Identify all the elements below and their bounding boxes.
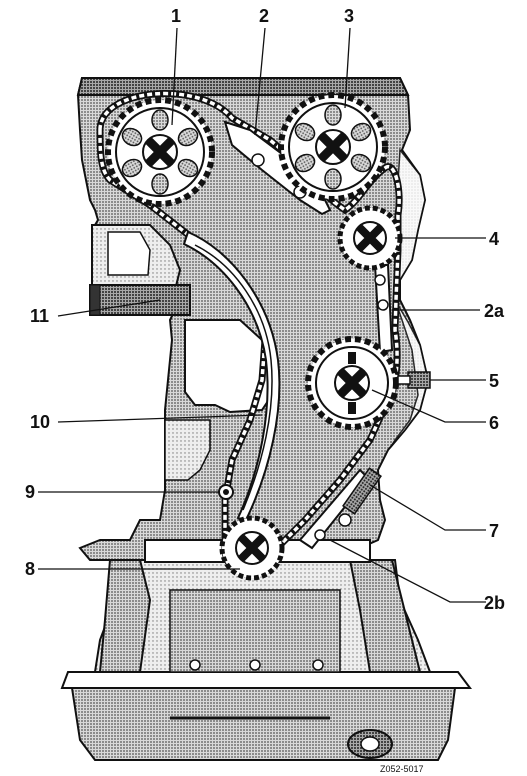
sprocket-8-hub-mark <box>238 534 266 562</box>
guide-rail-2a-bolt-top <box>374 274 386 286</box>
leader-7 <box>369 484 486 531</box>
sprocket-1-exhaust-camshaft <box>105 97 215 207</box>
bolt-5-shank <box>397 375 411 385</box>
sprocket-1-hub-mark <box>144 136 176 168</box>
lower-block-panel <box>164 419 211 481</box>
callout-10: 10 <box>30 412 50 432</box>
cap-bolt-left <box>189 659 201 671</box>
left-housing-recess <box>107 231 151 276</box>
callout-11: 11 <box>30 306 49 326</box>
guide-rail-2b-bolt-lower <box>314 529 326 541</box>
callout-5: 5 <box>489 371 499 391</box>
block-window <box>184 319 273 414</box>
guide-rail-2a-bolt-bottom <box>377 299 389 311</box>
sprocket-6-hub-mark <box>336 367 368 399</box>
oil-pan-body <box>70 687 457 761</box>
figure-code: Z052-5017 <box>380 764 424 774</box>
leader-1 <box>171 27 178 126</box>
left-mount-bracket <box>98 559 152 673</box>
leader-6 <box>371 389 486 423</box>
cap-bolt-right <box>312 659 324 671</box>
oil-pump-end <box>89 284 101 316</box>
leader-3 <box>344 27 351 109</box>
sprocket-6-key-lower <box>348 402 356 414</box>
cap-bolt-middle <box>249 659 261 671</box>
callout-1: 1 <box>171 6 181 26</box>
callout-2b: 2b <box>484 593 505 613</box>
sprocket-3-holes <box>294 104 372 190</box>
leader-11 <box>57 299 161 317</box>
callout-9: 9 <box>25 482 35 502</box>
callout-labels: 1 2 3 4 2a 11 5 10 6 9 7 8 2b <box>25 6 505 613</box>
callout-2: 2 <box>259 6 269 26</box>
sprocket-3-intake-camshaft <box>278 92 388 202</box>
sprocket-1-holes <box>121 109 199 195</box>
bolt-5-head <box>407 371 431 389</box>
oil-drain-plug-inner <box>360 736 380 752</box>
leader-lines <box>38 27 486 603</box>
right-mount-bracket <box>348 559 422 673</box>
sprocket-3-hub-mark <box>317 131 349 163</box>
sprocket-8-crankshaft <box>219 515 285 581</box>
sprocket-6-key <box>348 352 356 364</box>
callout-2a: 2a <box>484 301 505 321</box>
callout-4: 4 <box>489 229 499 249</box>
chain-tensioner <box>342 467 382 515</box>
chain-tensioner-body <box>342 467 382 515</box>
leader-2 <box>254 27 266 136</box>
callout-3: 3 <box>344 6 354 26</box>
callout-6: 6 <box>489 413 499 433</box>
oil-pan <box>60 671 472 761</box>
right-guide-rail <box>373 264 394 354</box>
tensioner-rail-inner <box>194 244 273 511</box>
guide-rail-2-bolt <box>251 153 265 167</box>
sprocket-6-intermediate-shaft <box>305 336 399 430</box>
oil-pan-flange <box>60 671 472 689</box>
leader-10 <box>57 414 263 423</box>
sprocket-4-idler <box>337 205 403 271</box>
sprocket-4-hub-mark <box>356 224 384 252</box>
pivot-pin-9-inner <box>223 489 229 495</box>
guide-rail-2b-bolt <box>338 513 352 527</box>
center-panel <box>169 589 341 673</box>
oil-pump-housing <box>89 284 191 316</box>
callout-7: 7 <box>489 521 499 541</box>
head-top-rim <box>76 77 410 96</box>
callout-8: 8 <box>25 559 35 579</box>
leader-2b <box>329 539 486 603</box>
